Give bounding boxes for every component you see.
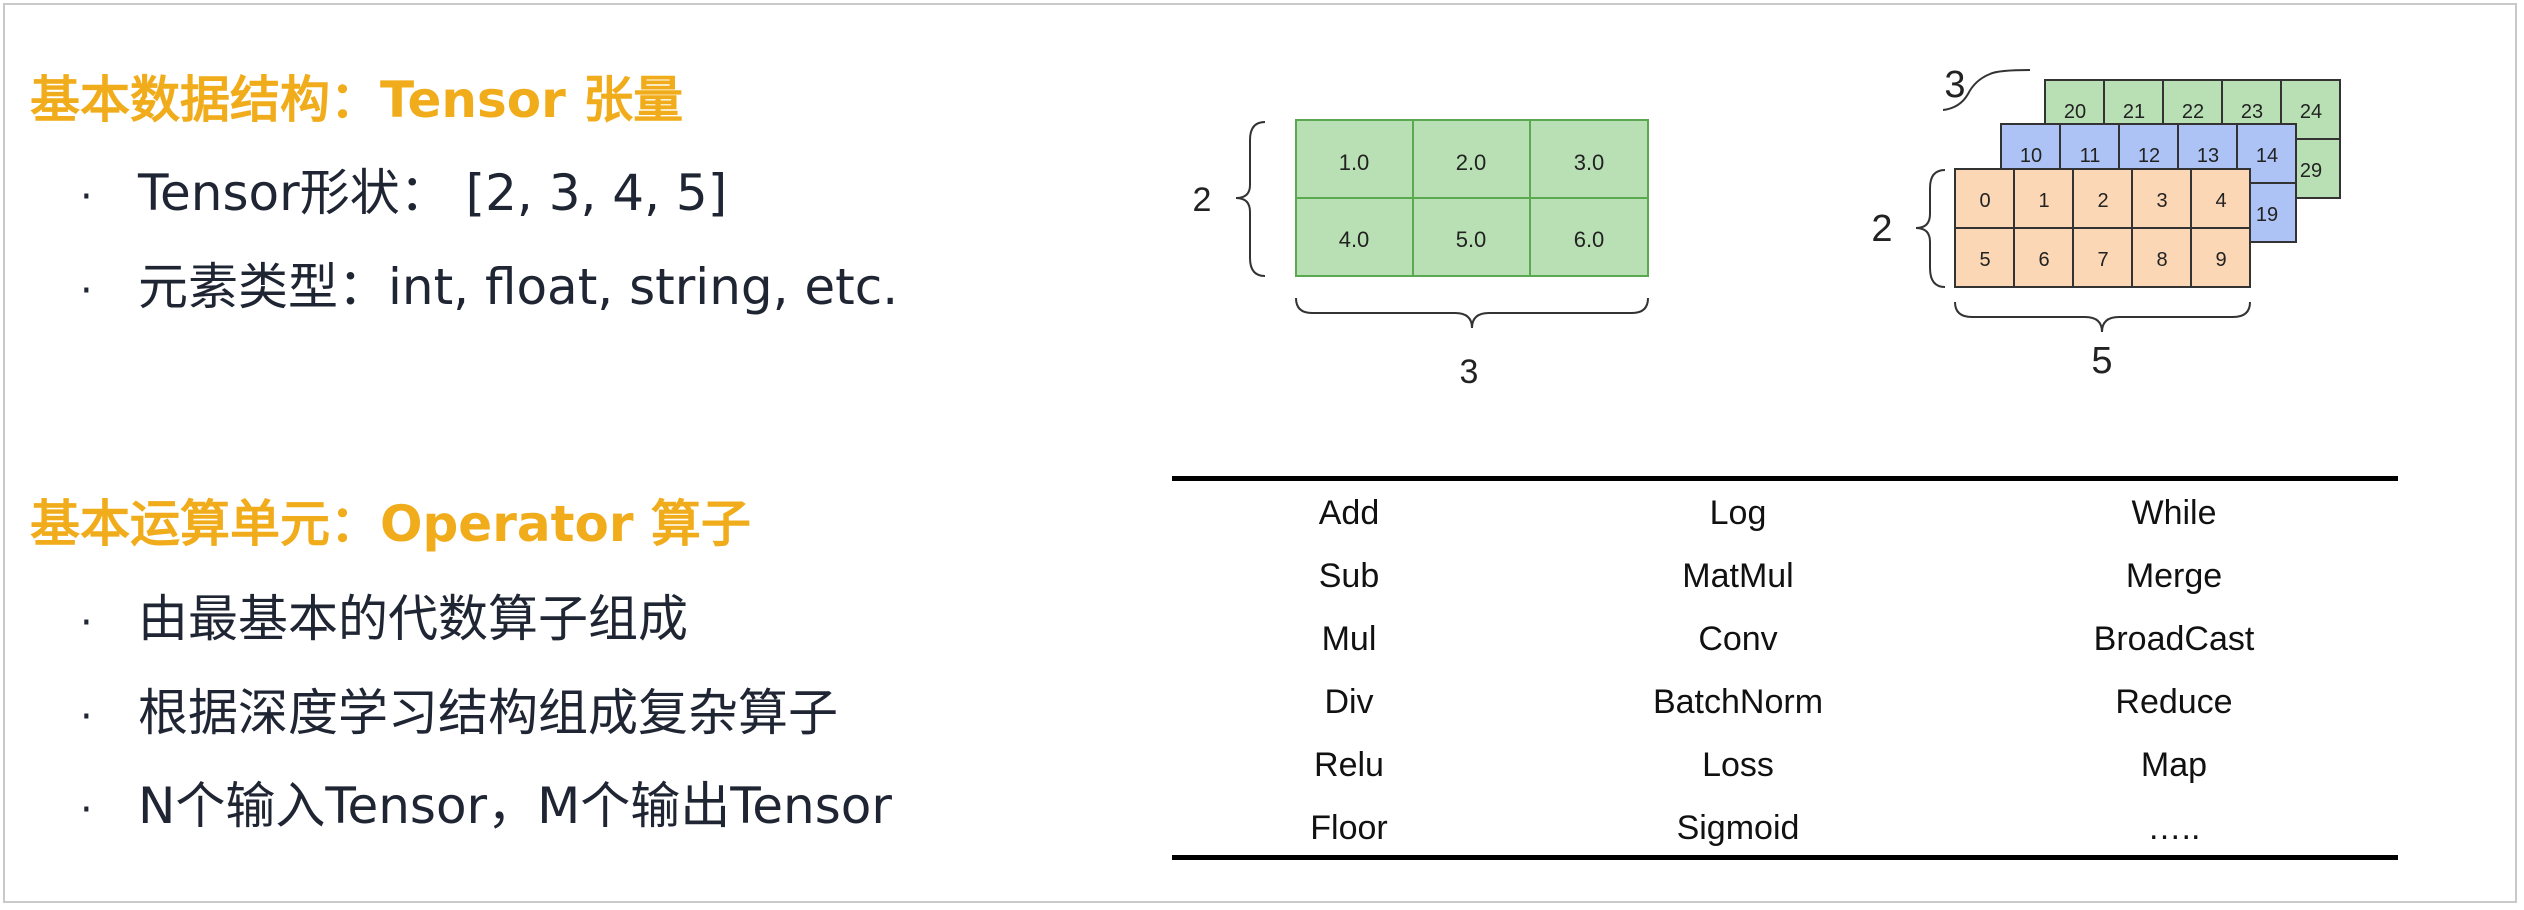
tensor-cell: 22 (2182, 101, 2204, 123)
operator-cell: Mul (1321, 620, 1377, 658)
bullet-complex-operators: · 根据深度学习结构组成复杂算子 (80, 683, 838, 747)
cols-brace-3d (1954, 301, 2251, 333)
bullet-tensor-shape: · Tensor形状： [2, 3, 4, 5] (80, 163, 727, 227)
bullet-dot: · (80, 787, 93, 833)
matrix-cell: 1.0 (1339, 150, 1370, 175)
tensor-cell: 20 (2064, 101, 2086, 123)
bullet-text: N个输入Tensor，M个输出Tensor (138, 777, 892, 835)
bullet-dot: · (80, 694, 93, 740)
table-top-rule (1172, 476, 2398, 481)
tensor-cell: 8 (2156, 249, 2167, 271)
matrix-cell: 5.0 (1456, 227, 1487, 252)
bullet-dot: · (80, 600, 93, 646)
operator-cell: Floor (1310, 809, 1388, 847)
tensor-diagrams: 1.0 2.0 3.0 4.0 5.0 6.0 2 3 20 21 22 23 … (1193, 64, 2341, 391)
bullet-dot: · (80, 268, 93, 314)
slide-frame (3, 3, 2517, 903)
rows-brace-3d (1915, 169, 1946, 288)
matrix-cell: 3.0 (1574, 150, 1605, 175)
tensor-cell: 7 (2097, 249, 2108, 271)
matrix-cell: 4.0 (1339, 227, 1370, 252)
matrix-cell: 6.0 (1574, 227, 1605, 252)
operator-cell: Reduce (2115, 683, 2233, 721)
bullet-text: 元素类型：int, float, string, etc. (138, 258, 899, 316)
operator-cell: Sub (1318, 557, 1380, 595)
bullet-text: 由最基本的代数算子组成 (138, 590, 688, 648)
bullet-text: Tensor形状： [2, 3, 4, 5] (138, 164, 728, 222)
tensor-cell: 0 (1979, 190, 1990, 212)
operator-cell: Conv (1698, 620, 1778, 658)
operator-cell: Loss (1702, 746, 1774, 784)
bullet-inputs-outputs: · N个输入Tensor，M个输出Tensor (80, 776, 892, 840)
matrix-cell: 2.0 (1456, 150, 1487, 175)
bullet-text: 根据深度学习结构组成复杂算子 (138, 684, 838, 742)
tensor-cell: 1 (2038, 190, 2049, 212)
operator-cell: ….. (2147, 809, 2201, 847)
tensor-cell: 3 (2156, 190, 2167, 212)
tensor-cell: 10 (2020, 145, 2042, 167)
depth-brace (1942, 69, 2031, 111)
tensor-cell: 11 (2080, 145, 2101, 167)
tensor-cell: 21 (2123, 101, 2145, 123)
tensor-cell: 19 (2256, 204, 2278, 226)
operator-cell: MatMul (1682, 557, 1794, 595)
bullet-element-type: · 元素类型：int, float, string, etc. (80, 257, 898, 321)
tensor-cell: 2 (2097, 190, 2108, 212)
table-bottom-rule (1172, 855, 2398, 860)
tensor-cell: 29 (2300, 160, 2322, 182)
tensor-heading: 基本数据结构：Tensor 张量 (30, 71, 684, 129)
operator-cell: Div (1324, 683, 1374, 721)
bullet-basic-operators: · 由最基本的代数算子组成 (80, 589, 688, 653)
rows-brace (1235, 121, 1266, 277)
operator-heading: 基本运算单元：Operator 算子 (30, 495, 751, 553)
tensor-3d: 20 21 22 23 24 29 10 11 12 13 14 19 0 1 … (1871, 64, 2341, 382)
matrix-2d: 1.0 2.0 3.0 4.0 5.0 6.0 2 3 (1193, 119, 1649, 391)
tensor-cell: 24 (2300, 101, 2322, 123)
tensor-cell: 12 (2138, 145, 2160, 167)
tensor-cell: 14 (2256, 145, 2278, 167)
operator-cell: Add (1318, 494, 1380, 532)
operator-cell: Log (1709, 494, 1767, 532)
tensor-cell: 13 (2197, 145, 2219, 167)
cols-label: 3 (1460, 353, 1479, 391)
cols-brace (1295, 297, 1649, 329)
tensor-cell: 6 (2038, 249, 2049, 271)
operator-cell: Map (2140, 746, 2208, 784)
tensor-cell: 9 (2215, 249, 2226, 271)
operator-cell: BatchNorm (1652, 683, 1824, 721)
cols-label-3d: 5 (2091, 340, 2112, 382)
operator-cell: BroadCast (2093, 620, 2255, 658)
rows-label: 2 (1193, 181, 1212, 219)
rows-label-3d: 2 (1871, 208, 1892, 250)
operator-cell: Sigmoid (1676, 809, 1800, 847)
tensor-cell: 23 (2241, 101, 2263, 123)
tensor-cell: 5 (1979, 249, 1990, 271)
operator-cell: While (2131, 494, 2217, 532)
tensor-cell: 4 (2215, 190, 2226, 212)
operator-cell: Relu (1314, 746, 1384, 784)
depth-label: 3 (1944, 64, 1965, 106)
bullet-dot: · (80, 174, 93, 220)
operator-cell: Merge (2125, 557, 2223, 595)
